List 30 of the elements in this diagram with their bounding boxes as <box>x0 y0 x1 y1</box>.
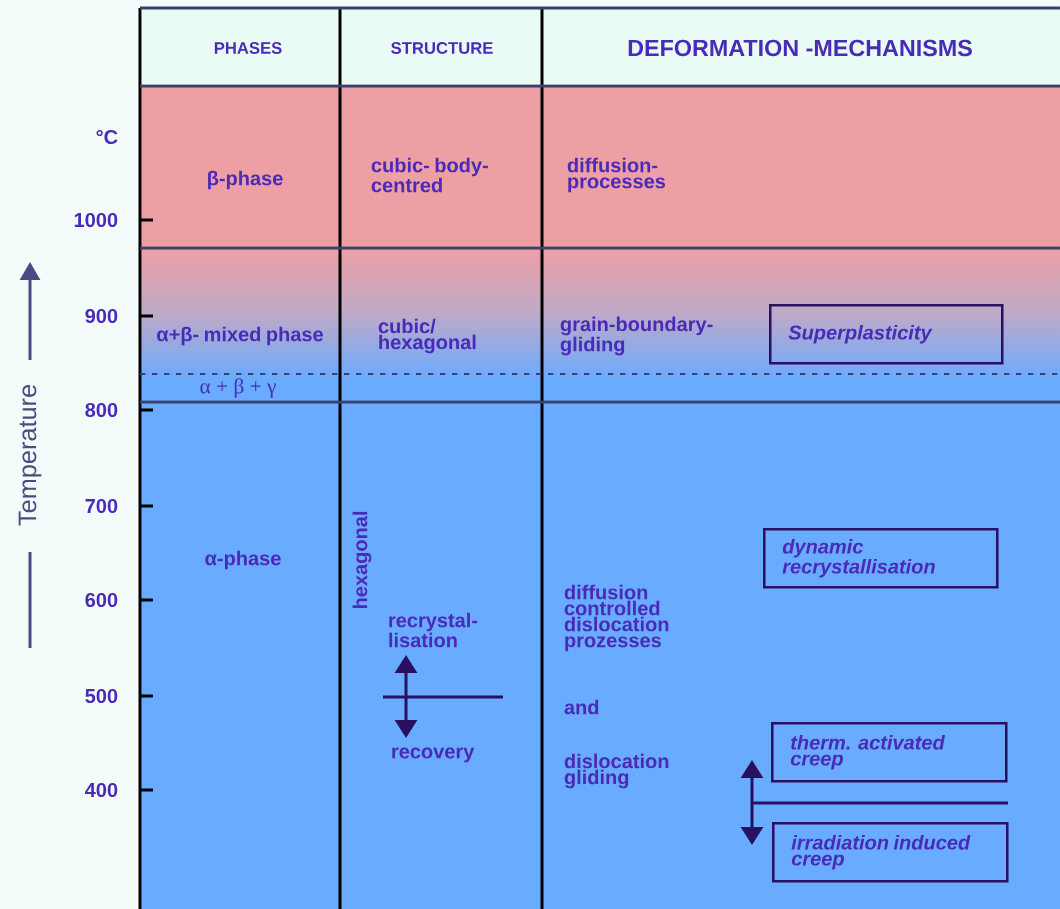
structure-label: cubic/ hexagonal <box>378 318 476 354</box>
structure-label: cubic- body-centred <box>371 157 488 193</box>
temperature-value: 600 <box>85 592 118 608</box>
phase-label: α-phase <box>205 550 281 570</box>
column-header: DEFORMATION -MECHANISMS <box>628 39 972 57</box>
phase-label: α + β + γ <box>200 378 276 398</box>
process-label: recovery <box>392 747 475 763</box>
phase-label: β-phase <box>208 170 283 190</box>
temperature-value: 500 <box>85 688 118 704</box>
mechanism-label: diffusion- processes <box>567 157 666 193</box>
mechanism-label: diffusion controlled dislocation prozesses <box>564 584 669 652</box>
mechanism-label: and <box>564 699 599 715</box>
mechanism-box: dynamic recrystallisation <box>763 528 999 589</box>
temperature-value: 800 <box>85 402 118 418</box>
unit-label: °C <box>96 129 118 145</box>
column-header: STRUCTURE <box>391 42 493 54</box>
mechanism-box: Superplasticity <box>769 304 1004 365</box>
mechanism-label: dislocation gliding <box>564 753 669 789</box>
temperature-value: 1000 <box>74 212 118 228</box>
process-label: recrystal- lisation <box>389 612 478 648</box>
temperature-value: 700 <box>85 498 118 514</box>
mechanism-box: irradiation induced creep <box>772 822 1009 883</box>
phase-label: α+β- mixed phase <box>157 326 323 346</box>
temperature-value: 900 <box>85 308 118 324</box>
axis-title: Temperature <box>18 385 42 526</box>
mechanism-box: therm. activated creep <box>771 722 1008 783</box>
column-header: PHASES <box>214 42 282 54</box>
mechanism-label: grain-boundary- gliding <box>560 316 713 356</box>
temperature-value: 400 <box>85 782 118 798</box>
structure-label: hexagonal <box>352 511 372 609</box>
